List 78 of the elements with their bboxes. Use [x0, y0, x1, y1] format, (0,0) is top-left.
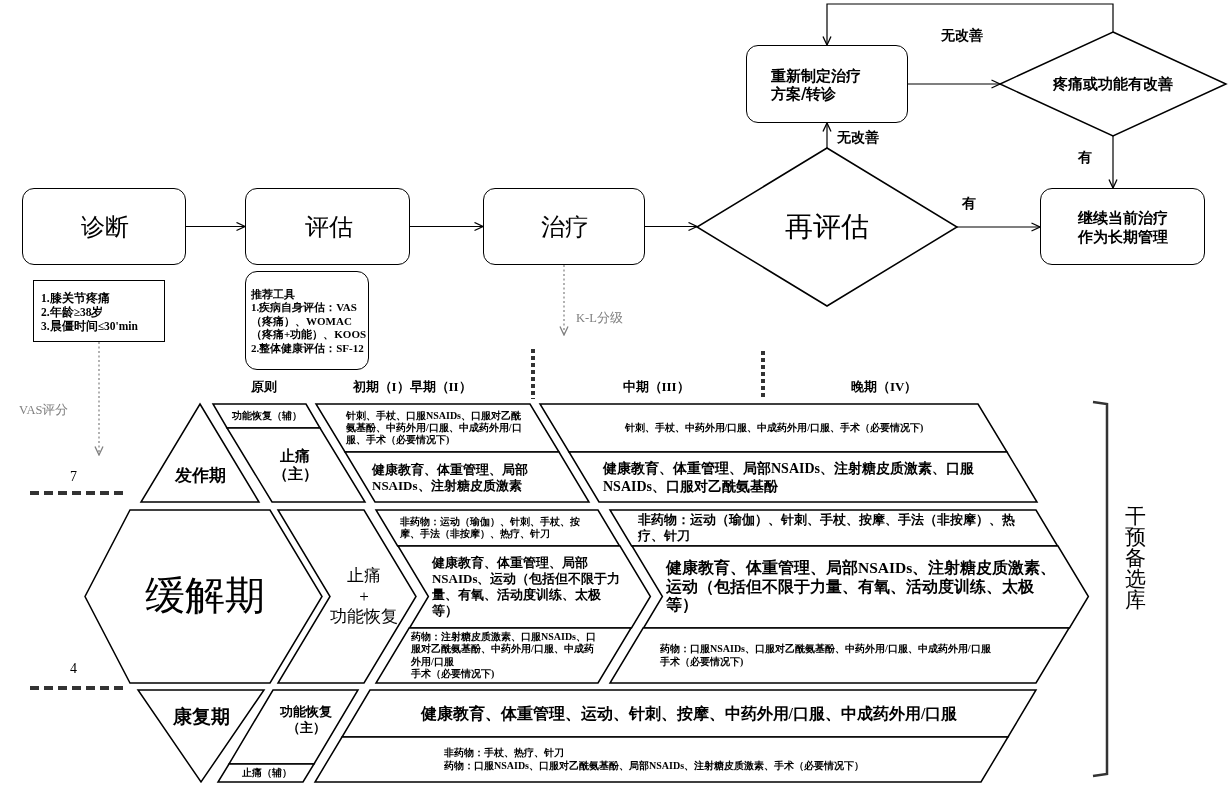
- intervention-text: 非药物：运动（瑜伽）、针刺、手杖、按摩、手法（非按摩）、热疗、针刀: [400, 515, 581, 541]
- stage-hexagon: [85, 510, 322, 683]
- intervention-text: 非药物：运动（瑜伽）、针刺、手杖、按摩、手法（非按摩）、热疗、针刀: [638, 512, 1016, 544]
- box-text: 诊断: [81, 212, 129, 242]
- intervention-text: 健康教育、体重管理、局部NSAIDs、注射糖皮质激素: [372, 461, 529, 494]
- edge-label: 有: [1077, 149, 1093, 166]
- intervention-text: 健康教育、体重管理、局部NSAIDs、运动（包括但不限于力量、有氧、活动度训练、太极等）: [432, 555, 622, 619]
- arrow: [1108, 135, 1118, 189]
- intervention-text: 手术（必要情况下): [411, 667, 495, 680]
- edge-label: 无改善: [940, 27, 984, 44]
- decision-diamond: [697, 148, 957, 306]
- principle-text: 止痛: [347, 565, 381, 587]
- scale-number: 4: [70, 661, 77, 678]
- edge-label: 无改善: [836, 129, 880, 146]
- arrow: [409, 221, 484, 232]
- edge-label: VAS评分: [18, 403, 70, 418]
- column-header: 初期（I）早期（II）: [352, 380, 472, 395]
- stage-name: 缓解期: [145, 571, 265, 620]
- intervention-text: 药物：口服NSAIDs、口服对乙酰氨基酚、局部NSAIDs、注射糖皮质激素、手术（必要情况下）: [444, 759, 865, 772]
- stage-name: 康复期: [172, 705, 230, 729]
- intervention-band: [610, 628, 1070, 683]
- intervention-text: 健康教育、体重管理、局部NSAIDs、注射糖皮质激素、口服NSAIDs、口服对乙酰氨基酚: [603, 460, 975, 495]
- edge-label: K-L分级: [575, 311, 624, 326]
- box-text: 评估: [304, 212, 353, 242]
- box-text: 重新制定治疗方案/转诊: [771, 66, 862, 104]
- column-header: 中期（III）: [622, 380, 690, 395]
- intervention-text: 药物：注射糖皮质激素、口服NSAIDs、口服对乙酰氨基酚、中药外用/口服、中成药外用/口服: [411, 631, 597, 668]
- intervention-text: 药物：口服NSAIDs、口服对乙酰氨基酚、中药外用/口服、中成药外用/口服: [660, 643, 991, 656]
- note-box: [33, 280, 165, 342]
- intervention-band: [540, 404, 1007, 452]
- dotted-arrow: [94, 341, 104, 456]
- arrow: [185, 221, 246, 232]
- intervention-band: [569, 452, 1037, 502]
- column-header: 原则: [251, 380, 277, 395]
- intervention-text: 非药物：手杖、热疗、针刀: [444, 747, 564, 760]
- principle-text: 止痛（辅）: [242, 766, 292, 780]
- box-text: 治疗: [541, 212, 589, 242]
- principle-text: 功能恢复（辅）: [232, 409, 302, 423]
- arrow: [907, 79, 1001, 89]
- intervention-text: 健康教育、体重管理、运动、针刺、按摩、中药外用/口服、中成药外用/口服: [420, 704, 958, 724]
- process-box: [22, 188, 186, 265]
- intervention-band: [376, 628, 632, 683]
- intervention-band: [631, 546, 1088, 628]
- intervention-text: 健康教育、体重管理、局部NSAIDs、注射糖皮质激素、运动（包括但不限于力量、有氧、活动度训练、太极等）: [666, 558, 1058, 616]
- dotted-arrow: [559, 264, 569, 336]
- tools-text: 2.整体健康评估：SF-12: [251, 341, 364, 355]
- intervention-text: 针刺、手杖、口服NSAIDs、口服对乙酰氨基酚、中药外用/口服、中成药外用/口服、手术（必要情况下): [346, 409, 523, 447]
- column-header: 晚期（IV）: [851, 380, 918, 395]
- arrow: [822, 122, 832, 149]
- edge-label: 有: [961, 195, 977, 212]
- arrow: [956, 222, 1041, 232]
- arrow: [644, 221, 698, 232]
- principle-text: 功能恢复（主）: [279, 704, 333, 736]
- process-box: [1040, 188, 1205, 265]
- scale-number: 7: [70, 469, 77, 486]
- principle-text: 止痛（主）: [271, 446, 319, 484]
- principle-text: 功能恢复: [330, 607, 398, 629]
- principle-text: +: [359, 586, 369, 608]
- arrow: [822, 3, 1114, 46]
- process-box: [245, 188, 410, 265]
- criteria-item: 3.晨僵时间≤30'min: [41, 319, 138, 333]
- bracket-label: 干预备选库: [1124, 506, 1147, 611]
- intervention-text: 手术（必要情况下): [660, 655, 744, 668]
- box-text: 继续当前治疗作为长期管理: [1077, 209, 1169, 246]
- process-box: [746, 45, 908, 123]
- criteria-item: 2.年龄≥38岁: [41, 305, 104, 319]
- note-box: [245, 271, 369, 370]
- diamond-text: 疼痛或功能有改善: [1053, 74, 1173, 94]
- tools-text: 推荐工具: [251, 288, 295, 301]
- criteria-item: 1.膝关节疼痛: [41, 290, 110, 305]
- intervention-band: [610, 510, 1058, 546]
- diamond-text: 再评估: [785, 209, 869, 244]
- process-box: [483, 188, 645, 265]
- stage-name: 发作期: [174, 465, 226, 487]
- tools-text: 1.疾病自身评估：VAS（疼痛）、WOMAC（疼痛+功能）、KOOS: [251, 301, 368, 342]
- decision-diamond: [1000, 32, 1226, 136]
- intervention-band: [345, 452, 589, 502]
- intervention-text: 针刺、手杖、中药外用/口服、中成药外用/口服、手术（必要情况下): [624, 421, 924, 435]
